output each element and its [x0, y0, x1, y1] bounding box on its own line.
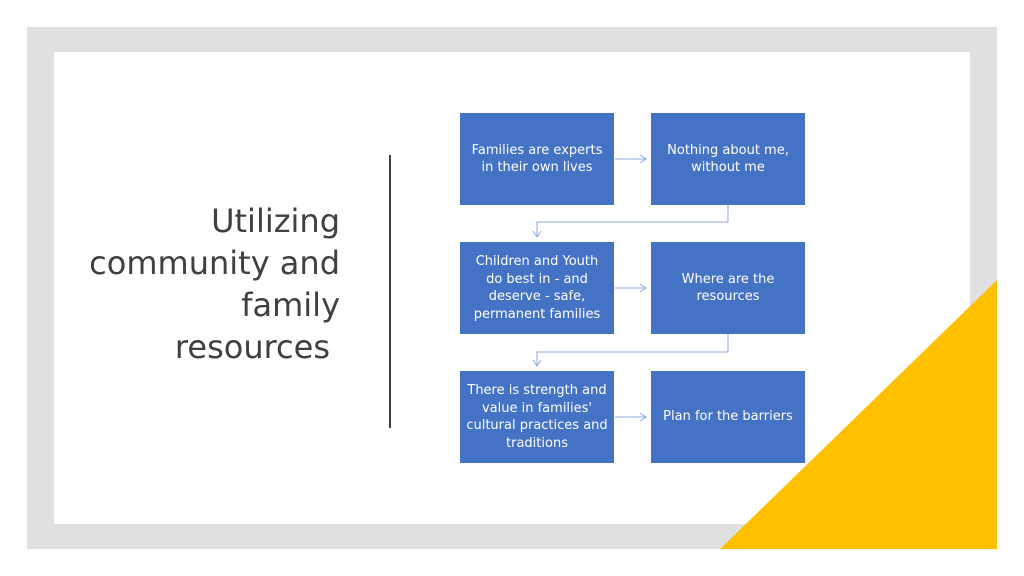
flow-box-4: Where are the resources: [651, 242, 805, 334]
flow-box-2: Nothing about me, without me: [651, 113, 805, 205]
title-line-2: community and: [89, 244, 340, 282]
flow-box-1: Families are experts in their own lives: [460, 113, 614, 205]
flow-box-3: Children and Youth do best in - and dese…: [460, 242, 614, 334]
title-line-1: Utilizing: [211, 202, 340, 240]
flow-box-5: There is strength and value in families'…: [460, 371, 614, 463]
slide-title: Utilizing community and family resources: [80, 200, 340, 368]
vertical-divider: [389, 155, 391, 428]
title-line-4: resources: [174, 328, 330, 366]
yellow-accent-triangle: [720, 280, 997, 549]
title-line-3: family: [241, 286, 340, 324]
flow-box-6: Plan for the barriers: [651, 371, 805, 463]
